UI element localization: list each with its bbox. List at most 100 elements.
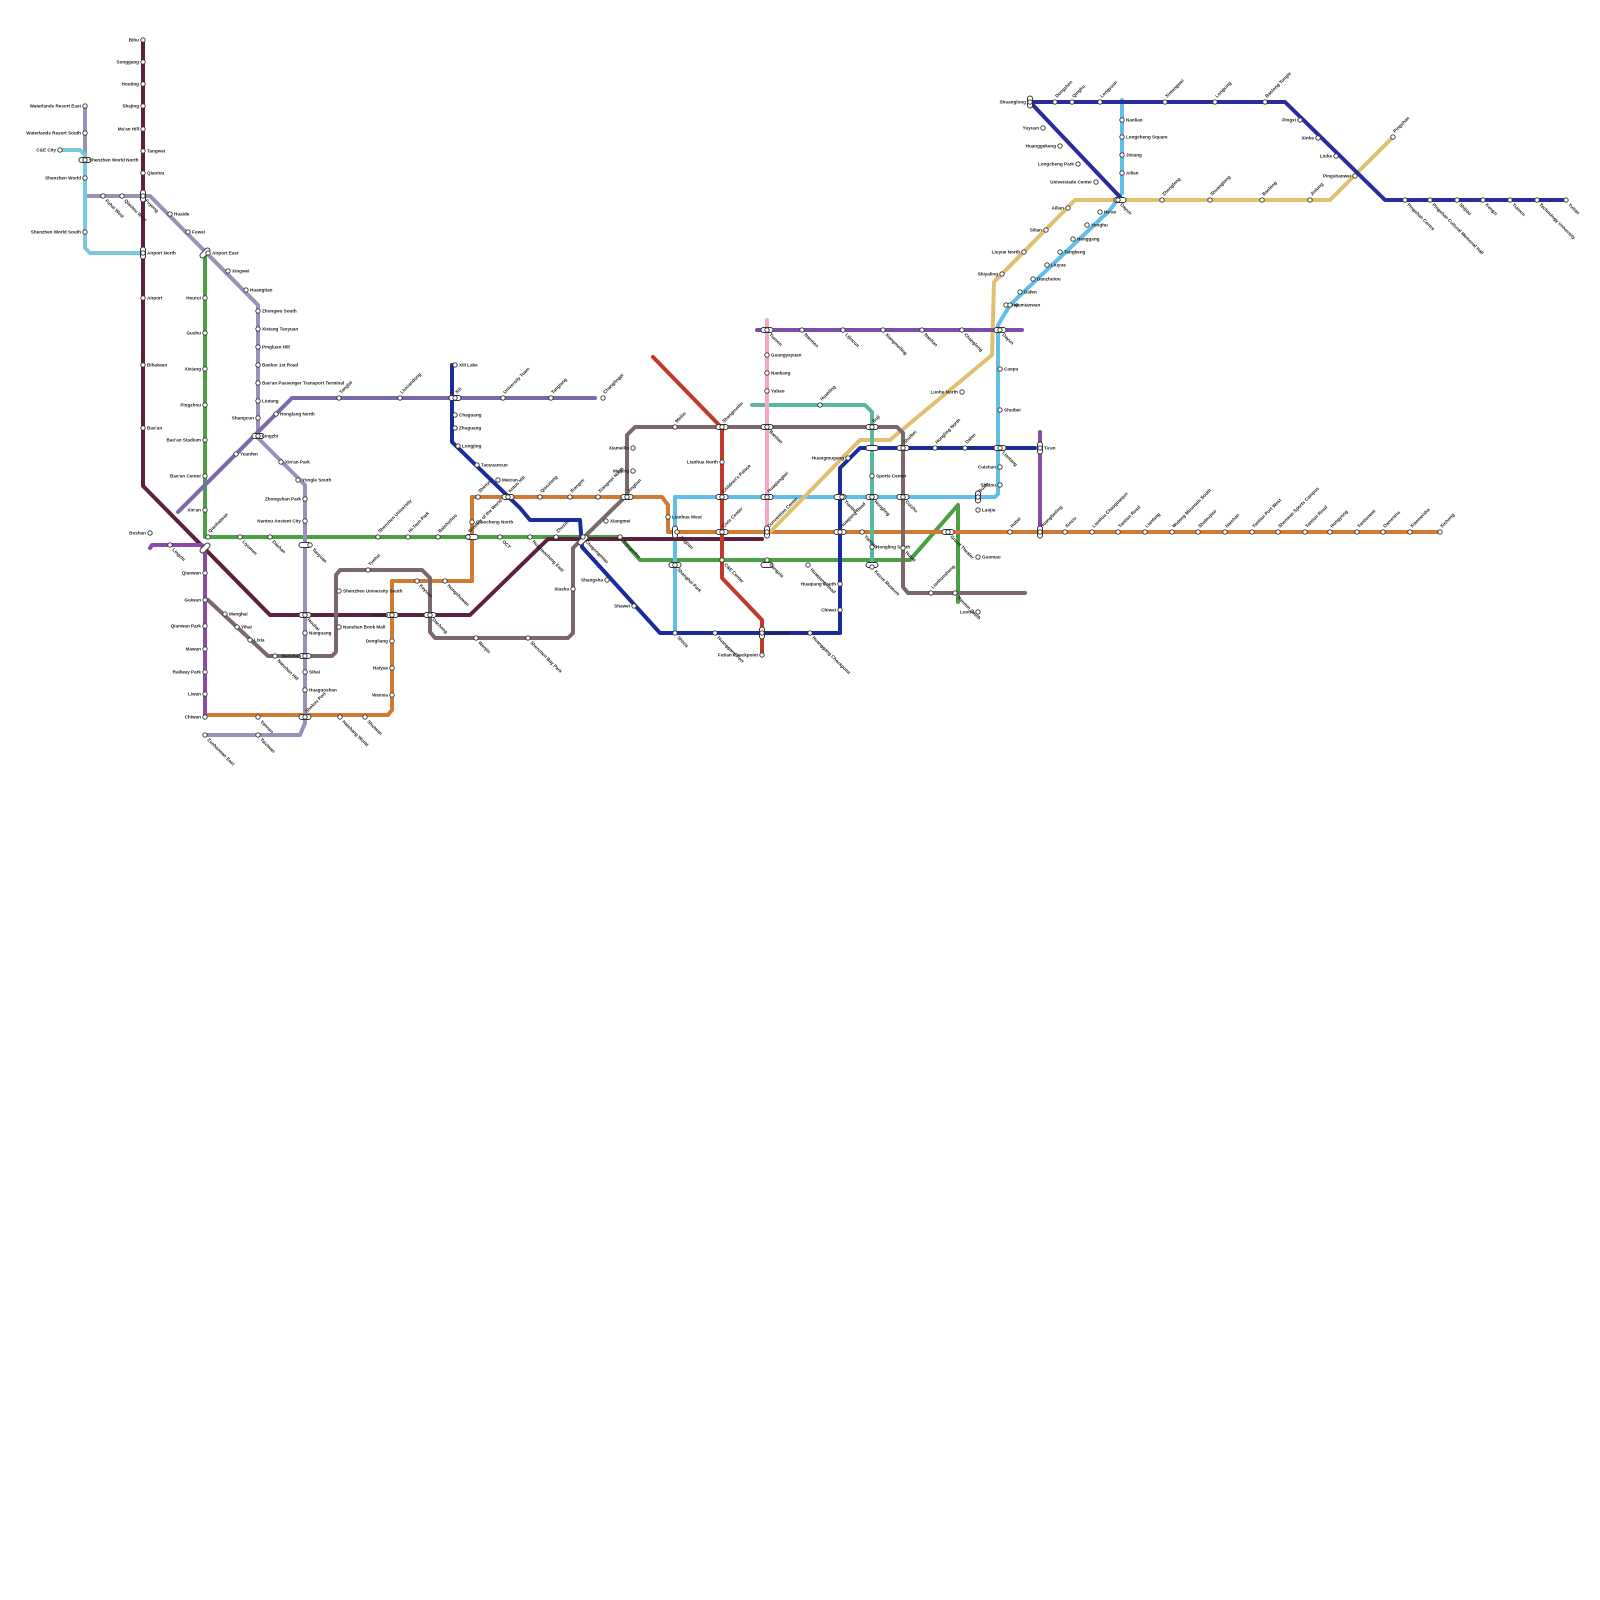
station[interactable]: Pingshan Centre [1402,197,1436,232]
station[interactable]: Yongle South [295,477,332,483]
station[interactable]: Lixia [247,637,265,643]
station[interactable]: Zhongwu South [255,308,297,314]
station[interactable]: C&E City [36,147,63,153]
station[interactable]: Hongling South [869,544,911,550]
station[interactable]: Liutang [255,398,279,404]
station[interactable]: Songgang [117,59,146,65]
station[interactable]: Shatou [980,482,1003,488]
station[interactable]: Huaide [167,211,190,217]
station[interactable]: Shenzhen World [45,175,88,181]
station[interactable]: Qianwan Park [171,623,208,629]
station[interactable]: Danzhutou [1030,276,1061,282]
station[interactable]: Shenwan Sports Campus [1275,486,1320,535]
station[interactable]: Menghai [222,611,248,617]
station[interactable]: Shawei [614,603,637,609]
station[interactable]: Liuhe [1320,153,1339,159]
station[interactable]: Children's Palace [719,463,752,500]
station[interactable]: Bao'an Passenger Transport Terminal [255,380,344,386]
station[interactable]: Airport [140,295,163,301]
station[interactable]: Xiasha [554,586,576,592]
station[interactable]: Lianhua Chaoquanjun [1089,491,1129,535]
station[interactable]: Yihai [234,624,252,630]
station[interactable]: Huangtian [243,287,273,293]
station[interactable]: Ta'an [1037,445,1056,451]
station[interactable]: Tangkeng [1057,249,1086,255]
station[interactable]: Taoyuancun [474,462,508,468]
station[interactable]: Kexue Museum [869,564,901,597]
station[interactable]: Qianwan [182,570,208,576]
station[interactable]: Longcheng Square [1119,134,1168,140]
station[interactable]: Dafen [1017,289,1037,295]
station[interactable]: Houting [122,81,146,87]
station[interactable]: Nanlian [1119,117,1143,123]
station[interactable]: Mumianwan [1007,302,1041,308]
station[interactable]: Liwan [188,691,208,697]
station[interactable]: Shenzhen University South [336,588,403,594]
station[interactable]: Wutong Mountain South [1169,488,1213,535]
station[interactable]: Luohu North [930,389,965,395]
station[interactable]: Shenzhen University [375,498,413,540]
station[interactable]: Pingxi [1282,117,1303,123]
station[interactable]: Yantian Road [1302,504,1329,535]
station[interactable]: Silian [1030,227,1049,233]
station[interactable]: Shenzhen World South [31,229,88,235]
station[interactable]: Xixiang [185,366,208,372]
station[interactable]: Longjing [455,443,482,449]
station[interactable]: Bao'an [140,425,163,431]
station[interactable]: Pingshanwei [1323,173,1358,179]
station[interactable]: Xin'an [187,507,208,513]
station[interactable]: Shiyaling [978,271,1005,277]
station[interactable]: Yabao [764,388,785,394]
station[interactable]: Hongling North [932,417,962,451]
station[interactable]: Fuwei [185,229,205,235]
station[interactable]: Baolong Tongle [1262,71,1293,105]
station[interactable]: Xixiang Taoyuan [255,326,299,332]
station[interactable]: Shangcun [232,415,261,421]
station[interactable]: Chaguang [452,412,482,418]
station[interactable]: Airport North [140,250,176,256]
station[interactable]: Xiangmei [603,518,631,524]
station[interactable]: Hi-Tech Park [405,510,431,540]
station[interactable]: Jixiang [1119,152,1142,158]
station[interactable]: Qiaocheng North [469,519,514,525]
station[interactable]: Pingluan Hill [255,344,290,350]
station[interactable]: Xiameilin [609,445,636,451]
station[interactable]: Universiade Center [1050,179,1099,185]
station[interactable]: He'ao [1097,209,1117,215]
station[interactable]: Pingzhou [180,402,208,408]
station[interactable]: Shuiwan [362,714,384,736]
station[interactable]: Bao'an Center [170,473,208,479]
station[interactable]: Lianhunsheng [928,564,956,596]
station[interactable]: Wanxia [372,692,395,698]
station[interactable]: Xichong [1437,512,1456,535]
station[interactable]: Liuyue North [992,249,1027,255]
station[interactable]: Xili [452,386,463,401]
station[interactable]: Huaguoshan [302,687,337,693]
station[interactable]: Baoluo 1st Road [255,362,299,368]
station[interactable]: Lingzhi [255,433,278,439]
station[interactable]: Yannan [255,714,275,735]
station[interactable]: Huangmugang [812,455,851,461]
station[interactable]: Huanggang Checkpoint [807,630,852,676]
station[interactable]: Shuanglong [999,99,1033,105]
station[interactable]: Nanshan [282,653,308,659]
station[interactable]: Zhongshan Park [265,496,308,502]
station[interactable]: Bihaiwan [140,362,168,368]
station[interactable]: University Town [500,366,531,401]
interchange-marker[interactable] [199,542,211,554]
station[interactable]: Pingshan Cultural Memorial Hall [1427,197,1485,256]
station[interactable]: Xinhe [1301,135,1321,141]
station[interactable]: Yantian Port West [1249,497,1283,535]
station[interactable]: Changlingpi [600,372,625,401]
station[interactable]: Zhuguang [452,425,482,431]
station[interactable]: Qiaotou [140,170,165,176]
station[interactable]: Shenzhen World North [82,157,139,163]
station[interactable]: Ailian [1051,205,1071,211]
station[interactable]: OCT [497,534,512,550]
station[interactable]: Xingwei [225,268,250,274]
station[interactable]: Yonghu [1084,222,1108,228]
station[interactable]: Chiwan [185,714,208,720]
station[interactable]: Shenzhen Bay Park [525,635,563,674]
station[interactable]: Luohu [960,609,981,615]
station[interactable]: Ailian [1119,170,1139,176]
